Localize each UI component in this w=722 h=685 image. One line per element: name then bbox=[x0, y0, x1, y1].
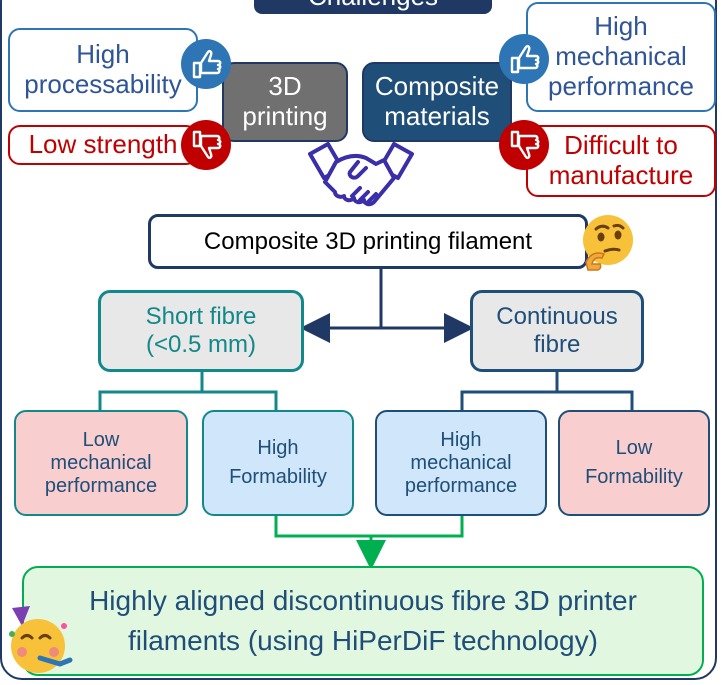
thumbs-up-icon bbox=[499, 34, 549, 84]
pro-left-line1: High bbox=[76, 39, 130, 70]
thumbs-up-icon bbox=[181, 39, 231, 89]
thumbs-down-icon bbox=[181, 120, 231, 170]
con-right-box: Difficult to manufacture bbox=[526, 125, 716, 197]
title-tab: Challenges bbox=[254, 0, 492, 14]
printing-line2: printing bbox=[242, 101, 328, 131]
con-right-line1: Difficult to bbox=[564, 130, 678, 161]
short-fibre-branch bbox=[98, 390, 278, 410]
pro-left-box: High processability bbox=[8, 28, 198, 112]
con-left-box: Low strength bbox=[8, 125, 198, 165]
pro-right-line2: mechanical bbox=[555, 41, 687, 72]
composite-box: Composite materials bbox=[362, 62, 512, 142]
continuous-fibre-box: Continuous fibre bbox=[470, 290, 644, 372]
handshake-icon bbox=[308, 142, 414, 207]
result-box: Highly aligned discontinuous fibre 3D pr… bbox=[22, 566, 704, 676]
con-left-text: Low strength bbox=[28, 129, 178, 160]
sf-low-mech-line2: mechanical bbox=[50, 451, 152, 474]
pro-left-line2: processability bbox=[24, 69, 182, 99]
cf-high-mech-line1: High bbox=[440, 428, 482, 451]
pro-right-line3: performance bbox=[548, 70, 694, 101]
cf-low-form-line2: Formability bbox=[585, 466, 683, 488]
thinking-face-icon bbox=[583, 215, 633, 271]
continuous-fibre-line1: Continuous bbox=[496, 303, 618, 331]
thumbs-down-icon bbox=[499, 120, 549, 170]
short-fibre-line2: (<0.5 mm) bbox=[145, 331, 256, 358]
filament-box: Composite 3D printing filament bbox=[148, 214, 588, 269]
sf-high-formability-box: High Formability bbox=[202, 410, 354, 516]
cf-low-form-line1: Low bbox=[615, 437, 653, 459]
filament-text: Composite 3D printing filament bbox=[203, 227, 533, 255]
composite-line1: Composite bbox=[374, 71, 500, 102]
short-fibre-box: Short fibre (<0.5 mm) bbox=[98, 290, 304, 372]
result-line2: filaments (using HiPerDiF technology) bbox=[128, 625, 598, 656]
composite-line2: materials bbox=[384, 101, 490, 131]
cf-high-mech-line2: mechanical bbox=[410, 451, 512, 474]
cf-low-formability-box: Low Formability bbox=[558, 410, 710, 516]
cf-high-mech-line3: performance bbox=[404, 474, 518, 497]
continuous-fibre-line2: fibre bbox=[533, 331, 581, 358]
party-face-icon bbox=[9, 606, 73, 673]
pro-right-box: High mechanical performance bbox=[526, 2, 716, 112]
sf-high-form-line1: High bbox=[257, 437, 299, 459]
sf-high-form-line2: Formability bbox=[229, 466, 327, 488]
result-line1: Highly aligned discontinuous fibre 3D pr… bbox=[89, 584, 637, 616]
cf-high-mechanical-box: High mechanical performance bbox=[375, 410, 547, 516]
short-fibre-line1: Short fibre bbox=[145, 303, 257, 331]
sf-low-mech-line3: performance bbox=[44, 474, 158, 497]
merge-line bbox=[274, 516, 464, 538]
pro-right-line1: High bbox=[594, 11, 648, 42]
sf-low-mech-line1: Low bbox=[82, 428, 120, 451]
title-text: Challenges bbox=[308, 0, 438, 12]
printing-line1: 3D bbox=[268, 71, 302, 102]
printing-box: 3D printing bbox=[222, 62, 348, 142]
con-right-line2: manufacture bbox=[548, 160, 694, 190]
continuous-fibre-branch bbox=[460, 390, 634, 410]
sf-low-mechanical-box: Low mechanical performance bbox=[14, 410, 188, 516]
